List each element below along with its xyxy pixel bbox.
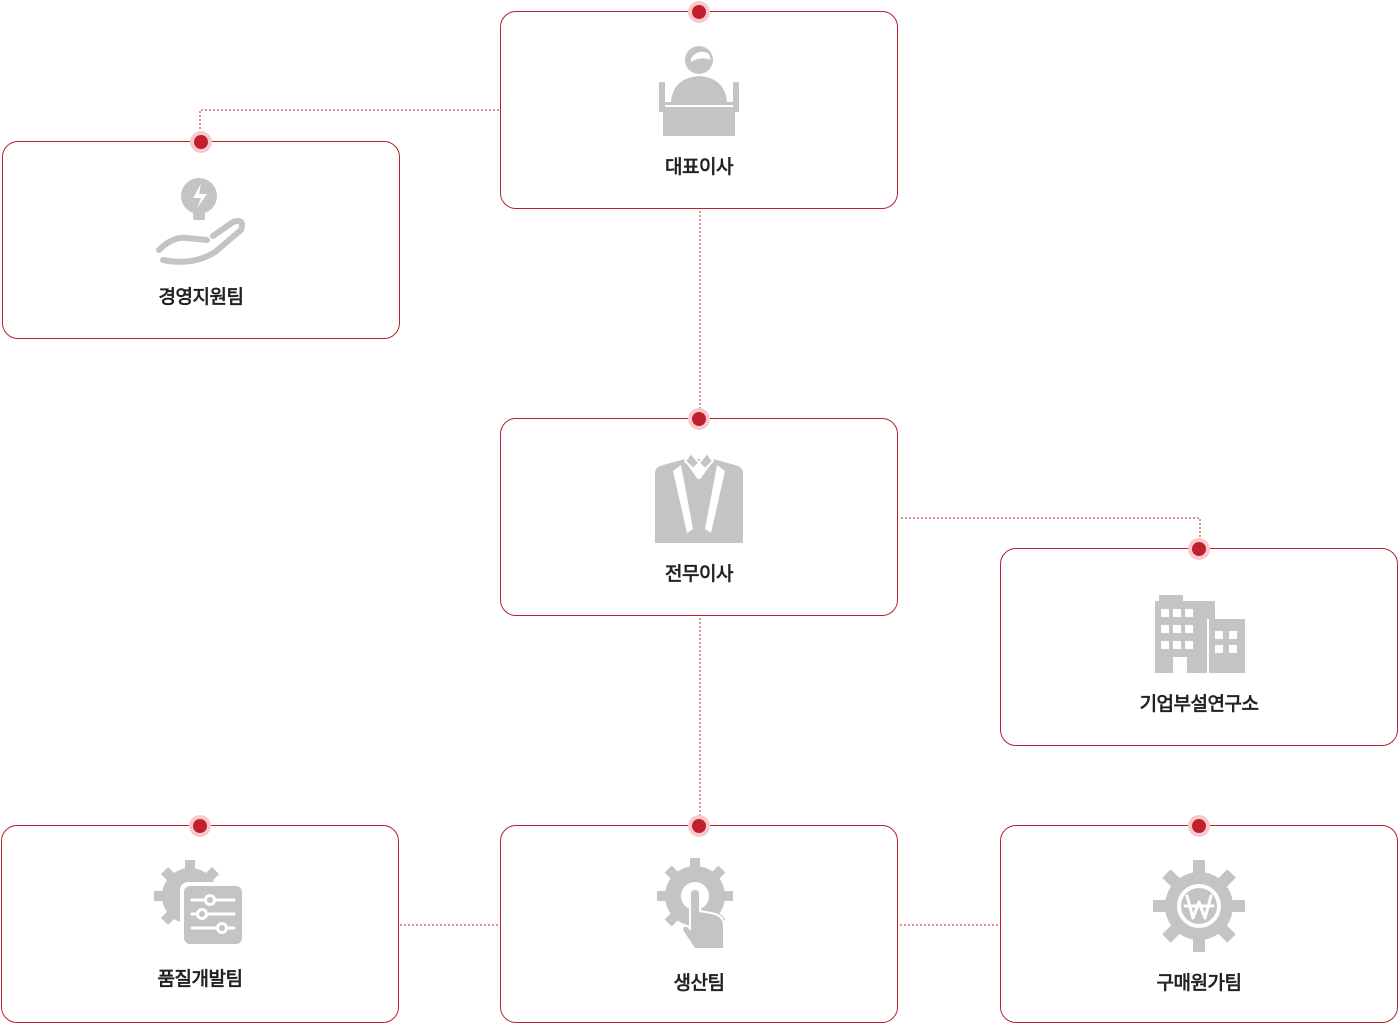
org-node-management-support: 경영지원팀	[2, 135, 400, 339]
ceo-podium-icon	[659, 46, 739, 136]
org-node-production: 생산팀	[500, 819, 898, 1023]
connector-dot	[692, 819, 706, 833]
connector-ceo-support	[199, 109, 499, 140]
gear-won-icon	[1153, 860, 1245, 952]
org-node-research-lab: 기업부설연구소	[1000, 542, 1398, 746]
connector-dot	[193, 819, 207, 833]
org-node-executive-director: 전무이사	[500, 412, 898, 616]
org-node-purchasing-cost: 구매원가팀	[1000, 819, 1398, 1023]
connector-dot	[194, 135, 208, 149]
connector-executive-lab	[901, 517, 1201, 548]
node-label: 전무이사	[665, 563, 733, 585]
buildings-icon	[1155, 595, 1245, 673]
node-label: 구매원가팀	[1156, 972, 1242, 994]
suit-tie-icon	[655, 451, 743, 543]
gear-sliders-icon	[154, 860, 246, 948]
org-node-ceo: 대표이사	[500, 5, 898, 209]
org-node-quality-development: 품질개발팀	[1, 819, 399, 1023]
gear-touch-icon	[657, 858, 733, 950]
connector-dot	[692, 412, 706, 426]
node-label: 기업부설연구소	[1139, 693, 1259, 715]
node-label: 대표이사	[665, 156, 733, 178]
node-label: 생산팀	[673, 972, 725, 994]
hand-lightbulb-icon	[156, 178, 245, 265]
node-label: 경영지원팀	[158, 286, 244, 308]
connector-dot	[692, 5, 706, 19]
connector-dot	[1192, 542, 1206, 556]
node-label: 품질개발팀	[157, 968, 243, 990]
connector-dot	[1192, 819, 1206, 833]
